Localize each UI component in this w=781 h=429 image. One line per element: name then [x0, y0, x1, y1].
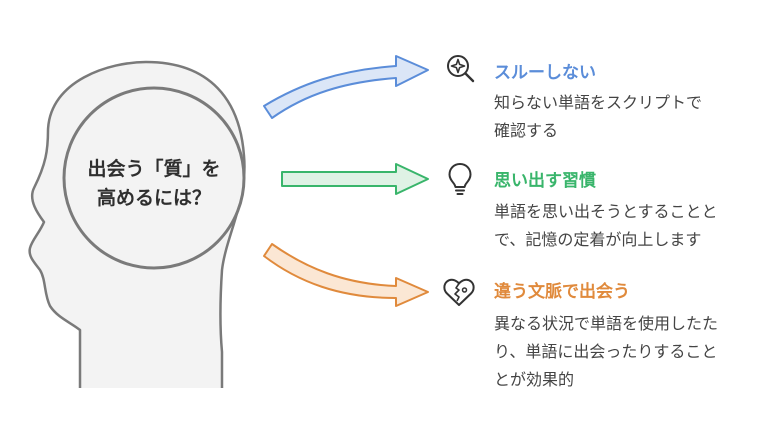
- thought-circle: [62, 86, 246, 270]
- item-1-title: スルーしない: [494, 63, 596, 83]
- item-2-title: 思い出す習慣: [494, 171, 596, 191]
- item-3-title: 違う文脈で出会う: [494, 282, 630, 302]
- item-2-desc-line: で、記憶の定着が向上します: [494, 230, 702, 249]
- lightbulb-icon: [448, 163, 472, 195]
- item-3-description: 異なる状況で単語を使用したた り、単語に出会ったりすること とが効果的: [494, 310, 718, 394]
- arrow-to-item-1: [263, 55, 429, 119]
- item-3-desc-line: り、単語に出会ったりすること: [494, 342, 718, 361]
- item-3-desc-line: 異なる状況で単語を使用したた: [494, 314, 719, 333]
- item-2-description: 単語を思い出そうとすることと で、記憶の定着が向上します: [494, 198, 718, 254]
- item-1-description: 知らない単語をスクリプトで 確認する: [494, 89, 702, 145]
- arrow-to-item-3: [263, 243, 429, 307]
- heart-puzzle-icon: [443, 278, 475, 306]
- central-question-line-2: 高めるには？: [96, 187, 211, 209]
- arrow-to-item-2: [281, 163, 429, 195]
- item-1-desc-line: 知らない単語をスクリプトで: [494, 93, 703, 112]
- central-question: 出会う「質」を 高めるには？: [74, 155, 234, 213]
- item-1-desc-line: 確認する: [494, 121, 559, 140]
- search-star-icon: [447, 55, 475, 83]
- item-2-desc-line: 単語を思い出そうとすることと: [494, 202, 718, 221]
- item-3-desc-line: とが効果的: [494, 370, 575, 389]
- central-question-line-1: 出会う「質」を: [87, 158, 221, 180]
